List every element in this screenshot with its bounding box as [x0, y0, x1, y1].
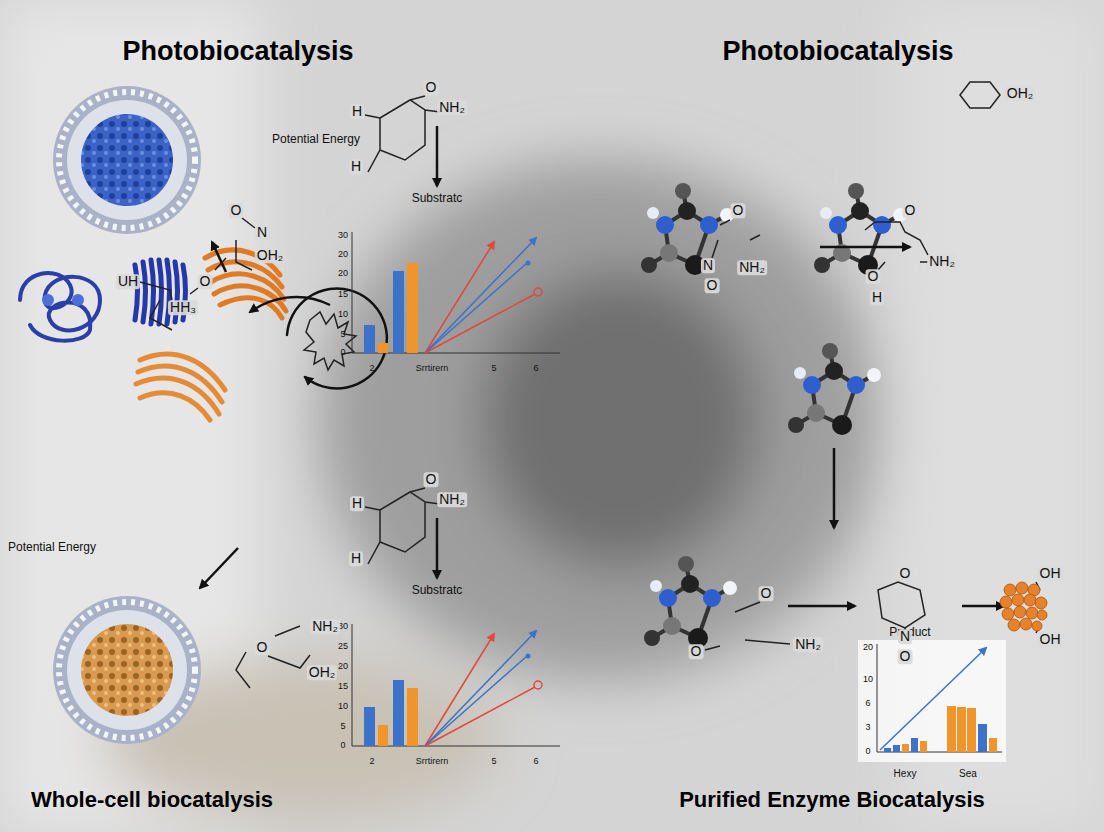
cell [53, 86, 201, 234]
arrow [200, 126, 437, 588]
atom-label: O [731, 203, 746, 218]
axis-tick: 5 [340, 330, 345, 340]
section-title: Whole-cell biocatalysis [31, 788, 273, 812]
atom-label: O [759, 586, 774, 601]
axis-tick: 5 [491, 757, 496, 767]
axis-tick: Srrtirern [416, 757, 449, 767]
orange-cluster [1000, 582, 1047, 631]
structure-formula [140, 82, 1000, 688]
axis-tick: 20 [338, 662, 348, 672]
text-label: Substratc [412, 584, 463, 597]
atom-label: UH [116, 274, 140, 289]
protein [20, 250, 387, 420]
atom-label: OH [1038, 566, 1063, 581]
text-label: Potential Energy [8, 541, 96, 554]
axis-tick: 15 [338, 290, 348, 300]
atom-label: OH₂ [307, 665, 337, 680]
axis-tick: Srrtirern [416, 364, 449, 374]
atom-label: O [898, 649, 913, 664]
axis-tick: 20 [863, 643, 873, 653]
atom-label: O [255, 640, 270, 655]
atom-label: O [903, 203, 918, 218]
atom-label: NH₂ [310, 619, 340, 634]
atom-label: O [424, 472, 439, 487]
section-title: Photobiocatalysis [722, 37, 953, 67]
text-label: Substratc [412, 192, 463, 205]
axis-tick: 5 [491, 364, 496, 374]
section-title: Purified Enzyme Biocatalysis [679, 788, 985, 812]
axis-tick: 2 [369, 364, 374, 374]
axis-tick: Hexy [894, 768, 917, 779]
section-title: Photobiocatalysis [122, 37, 353, 67]
atom-label: HH₃ [168, 300, 198, 315]
axis-tick: 0 [865, 747, 870, 757]
axis-tick: 10 [338, 310, 348, 320]
atom-label: O [229, 203, 244, 218]
atom-label: N [255, 225, 269, 240]
axis-tick: Sea [959, 768, 977, 779]
axis-tick: 0 [340, 348, 345, 358]
atom-label: H [350, 496, 364, 511]
axis-tick: 20 [338, 269, 348, 279]
atom-label: O [866, 269, 881, 284]
axis-tick: 6 [533, 364, 538, 374]
axis-tick: 10 [863, 675, 873, 685]
axis-tick: 0 [340, 741, 345, 751]
axis-tick: 3 [865, 723, 870, 733]
molecule [641, 183, 907, 648]
arrow [788, 247, 1004, 606]
axis-tick: 20 [338, 250, 348, 260]
text-label: Potential Energy [272, 133, 360, 146]
atom-label: OH [1038, 632, 1063, 647]
atom-label: O [689, 644, 704, 659]
atom-label: N [898, 629, 912, 644]
atom-label: H [349, 551, 363, 566]
axis-tick: 6 [533, 757, 538, 767]
axis-tick: 30 [338, 231, 348, 241]
atom-label: OH₂ [255, 248, 285, 263]
atom-label: O [198, 274, 213, 289]
axis-tick: 15 [338, 682, 348, 692]
atom-label: H [350, 104, 364, 119]
atom-label: O [705, 278, 720, 293]
atom-label: OH₂ [1005, 86, 1035, 101]
chart [352, 624, 560, 746]
chart [352, 232, 560, 353]
cell [53, 596, 201, 744]
structure-formula [705, 220, 1040, 650]
chart [858, 640, 1006, 762]
atom-label: O [424, 80, 439, 95]
atom-label: H [870, 290, 884, 305]
axis-tick: 2 [369, 757, 374, 767]
atom-label: NH₂ [737, 260, 767, 275]
atom-label: NH₂ [437, 492, 467, 507]
atom-label: NH₂ [927, 254, 957, 269]
axis-tick: 25 [338, 642, 348, 652]
atom-label: N [701, 258, 715, 273]
atom-label: H [349, 159, 363, 174]
atom-label: NH₂ [793, 637, 823, 652]
axis-tick: 10 [338, 702, 348, 712]
atom-label: O [898, 566, 913, 581]
axis-tick: 5 [340, 722, 345, 732]
atom-label: NH₂ [437, 100, 467, 115]
axis-tick: 6 [865, 699, 870, 709]
